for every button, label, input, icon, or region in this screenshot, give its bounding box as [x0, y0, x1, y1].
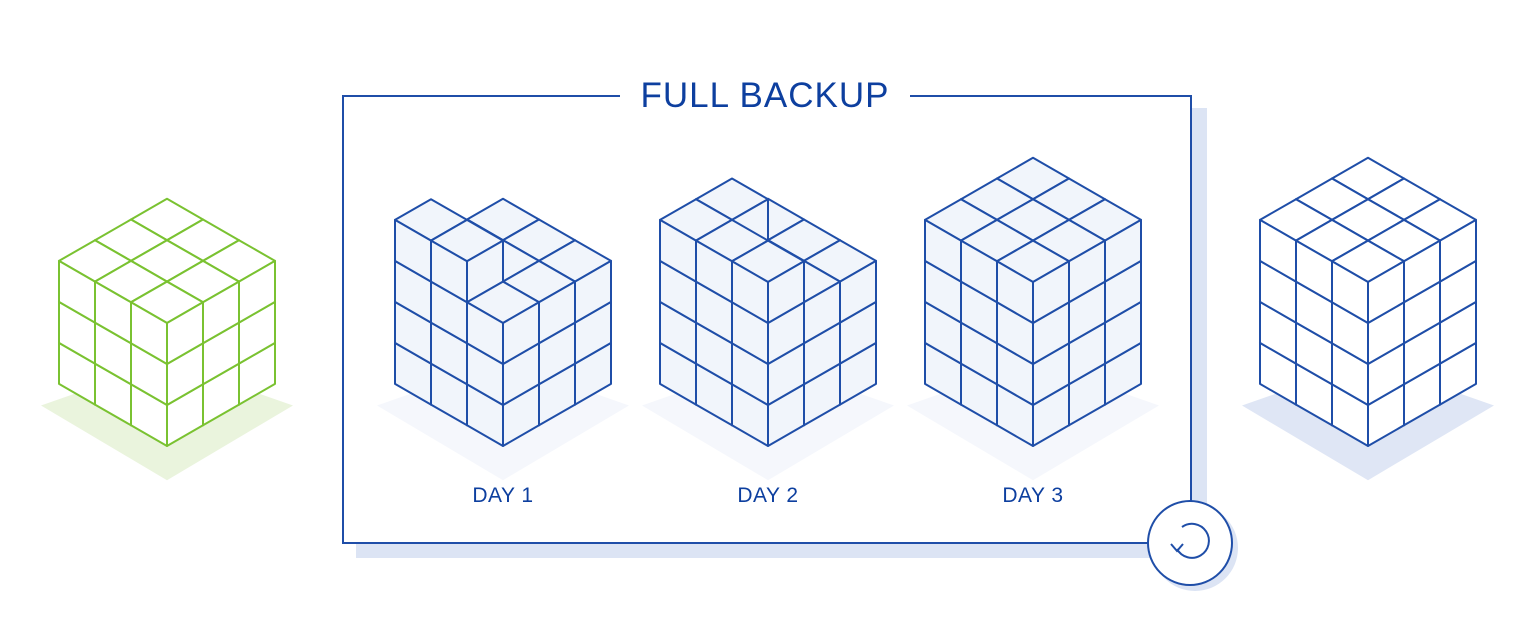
restore-icon: [1170, 522, 1210, 559]
frame-shadow-bottom: [356, 544, 1207, 558]
full-backup-frame: [342, 95, 1192, 544]
restored-data-cube: [1242, 156, 1494, 481]
frame-title: FULL BACKUP: [620, 73, 910, 119]
day-1-label: DAY 1: [472, 484, 534, 507]
day-2-label: DAY 2: [737, 484, 799, 507]
day-1-backup-cube: [377, 197, 629, 481]
restore-button[interactable]: [1147, 500, 1233, 586]
day-3-label: DAY 3: [1002, 484, 1064, 507]
day-3-backup-cube: [907, 156, 1159, 481]
day-2-backup-cube: [642, 177, 894, 481]
frame-shadow-right: [1192, 108, 1207, 558]
source-data-cube: [41, 197, 293, 481]
